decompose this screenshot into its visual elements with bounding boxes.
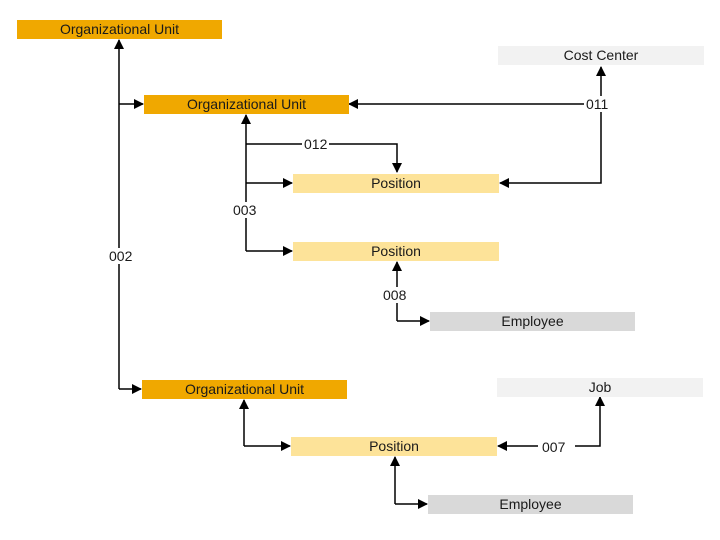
relation-code-002: 002	[107, 248, 135, 264]
employee-1: Employee	[430, 312, 635, 331]
relation-code-007: 007	[540, 439, 568, 455]
relation-code-012: 012	[302, 136, 330, 152]
org-unit-mid: Organizational Unit	[144, 95, 349, 114]
connector-011-to-position-1	[499, 112, 602, 188]
cost-center: Cost Center	[498, 46, 704, 65]
position-3: Position	[291, 437, 497, 456]
employee-2: Employee	[428, 495, 633, 514]
connector-007-to-job	[575, 396, 605, 447]
position-2: Position	[293, 242, 499, 261]
org-unit-bottom: Organizational Unit	[142, 380, 347, 399]
relation-code-011: 011	[584, 96, 611, 112]
connector-012	[246, 143, 402, 173]
org-unit-top: Organizational Unit	[17, 20, 222, 39]
position-1: Position	[293, 174, 499, 193]
job: Job	[497, 378, 703, 397]
relation-code-008: 008	[381, 287, 409, 303]
relation-code-003: 003	[231, 202, 259, 218]
